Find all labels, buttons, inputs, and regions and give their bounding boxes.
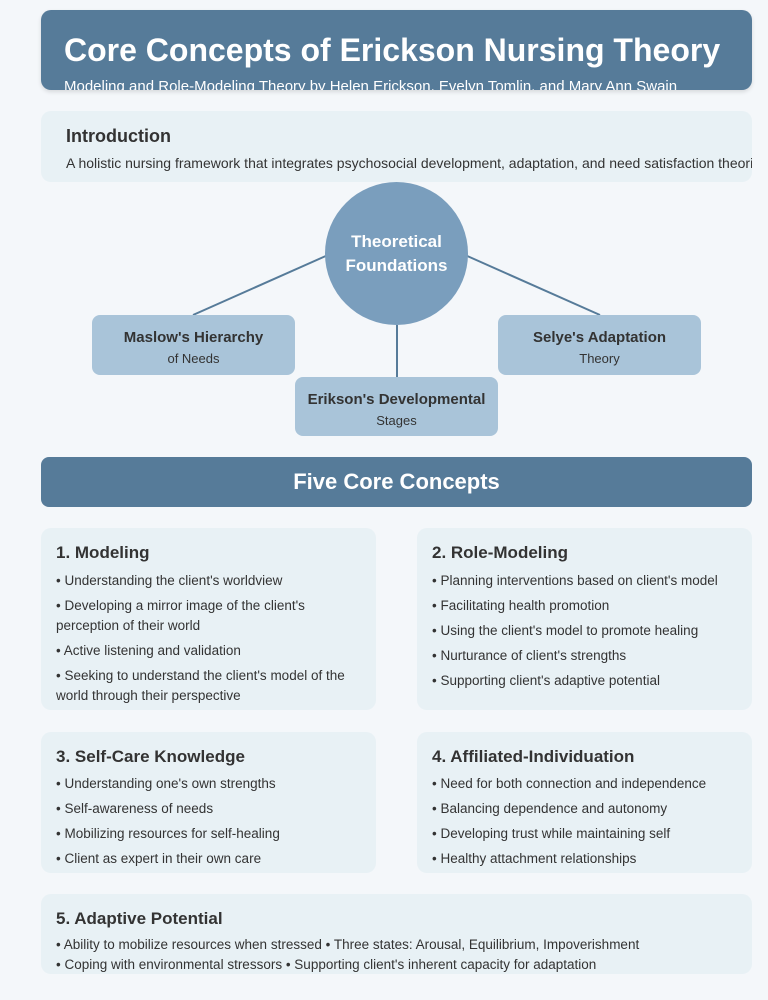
page-title: Core Concepts of Erickson Nursing Theory	[64, 32, 721, 68]
list-item: • Using the client's model to promote he…	[432, 623, 699, 638]
connector-maslow	[192, 254, 329, 316]
theoretical-foundations-hub: Theoretical Foundations	[325, 182, 468, 325]
node-maslow-sub: of Needs	[167, 351, 220, 366]
concept-title: 2. Role-Modeling	[432, 543, 568, 562]
node-maslow-title: Maslow's Hierarchy	[123, 329, 264, 346]
connector-selye	[464, 254, 601, 316]
list-item: • Planning interventions based on client…	[432, 573, 718, 588]
list-item: • Understanding the client's worldview	[56, 573, 283, 588]
concept-card-self-care-knowledge: 3. Self-Care Knowledge • Understanding o…	[41, 732, 376, 873]
node-erikson-title: Erikson's Developmental	[307, 391, 486, 408]
list-item: • Supporting client's adaptive potential	[432, 673, 660, 688]
concept-card-role-modeling: 2. Role-Modeling • Planning intervention…	[417, 528, 752, 710]
list-item: • Mobilizing resources for self-healing	[56, 826, 280, 841]
node-selye-title: Selye's Adaptation	[532, 329, 667, 346]
list-item: • Developing trust while maintaining sel…	[432, 826, 671, 841]
concept-title: 1. Modeling	[56, 543, 150, 562]
concept-line: • Coping with environmental stressors • …	[56, 957, 597, 972]
concept-list: • Understanding one's own strengths • Se…	[56, 774, 366, 873]
list-item: • Seeking to understand the client's mod…	[56, 668, 345, 703]
list-item: • Understanding one's own strengths	[56, 776, 276, 791]
list-item: • Client as expert in their own care	[56, 851, 262, 866]
concept-title: 3. Self-Care Knowledge	[56, 747, 245, 766]
concept-card-adaptive-potential: 5. Adaptive Potential • Ability to mobil…	[41, 894, 752, 974]
concept-card-affiliated-individuation: 4. Affiliated-Individuation • Need for b…	[417, 732, 752, 873]
node-maslow: Maslow's Hierarchy of Needs	[92, 315, 295, 375]
node-selye: Selye's Adaptation Theory	[498, 315, 701, 375]
concept-list: • Planning interventions based on client…	[432, 571, 742, 696]
concept-card-modeling: 1. Modeling • Understanding the client's…	[41, 528, 376, 710]
list-item: • Nurturance of client's strengths	[432, 648, 627, 663]
introduction-heading: Introduction	[66, 126, 171, 146]
list-item: • Facilitating health promotion	[432, 598, 610, 613]
introduction-card: Introduction A holistic nursing framewor…	[41, 111, 752, 182]
hub-label-line1: Theoretical	[351, 231, 442, 251]
list-item: • Developing a mirror image of the clien…	[56, 598, 305, 633]
concept-list: • Understanding the client's worldview •…	[56, 571, 366, 710]
node-selye-sub: Theory	[579, 351, 620, 366]
list-item: • Self-awareness of needs	[56, 801, 214, 816]
node-erikson-sub: Stages	[376, 413, 417, 428]
concept-title: 4. Affiliated-Individuation	[432, 747, 635, 766]
concept-title: 5. Adaptive Potential	[56, 909, 223, 928]
section-heading: Five Core Concepts	[41, 457, 752, 507]
diagram-connectors	[192, 254, 601, 377]
theoretical-foundations-diagram: Theoretical Foundations Maslow's Hierarc…	[0, 180, 768, 440]
introduction-text: A holistic nursing framework that integr…	[66, 155, 752, 171]
list-item: • Active listening and validation	[56, 643, 241, 658]
hub-label-line2: Foundations	[345, 255, 448, 275]
list-item: • Need for both connection and independe…	[432, 776, 707, 791]
concept-line: • Ability to mobilize resources when str…	[56, 937, 640, 952]
page-header: Core Concepts of Erickson Nursing Theory…	[41, 10, 752, 90]
page-subtitle: Modeling and Role-Modeling Theory by Hel…	[64, 78, 678, 90]
list-item: • Balancing dependence and autonomy	[432, 801, 668, 816]
concept-list: • Need for both connection and independe…	[432, 774, 742, 873]
list-item: • Healthy attachment relationships	[432, 851, 637, 866]
node-erikson: Erikson's Developmental Stages	[295, 377, 498, 436]
